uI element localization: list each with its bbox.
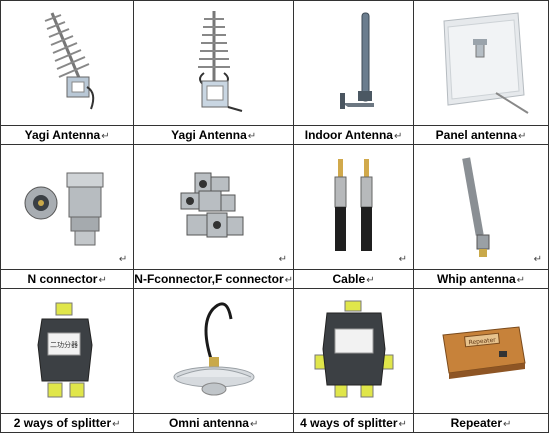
label-omni-antenna: Omni antenna↵ <box>133 413 295 433</box>
return-mark: ↵ <box>284 275 294 286</box>
yagi-antenna-icon <box>197 11 242 112</box>
cell-yagi-antenna-2 <box>133 0 295 126</box>
return-mark: ↵ <box>393 131 403 142</box>
return-mark: ↵ <box>278 254 288 265</box>
product-label: N-Fconnector,F connector <box>134 272 284 286</box>
product-label: Omni antenna <box>168 416 249 430</box>
product-label: Indoor Antenna <box>304 128 393 142</box>
yagi-antenna-icon <box>44 12 95 110</box>
return-mark: ↵ <box>398 254 408 265</box>
label-yagi-antenna-1: Yagi Antenna↵ <box>0 125 135 145</box>
omni-antenna-icon <box>173 302 255 396</box>
cell-splitter-2way: 二功分器 <box>0 288 135 414</box>
return-mark: ↵ <box>98 275 107 286</box>
return-mark: ↵ <box>518 131 527 142</box>
splitter-2way-icon: 二功分器 <box>37 302 93 398</box>
return-mark: ↵ <box>249 419 259 430</box>
return-mark: ↵ <box>247 131 257 142</box>
cell-cable: ↵ <box>293 144 415 270</box>
label-splitter-2way: 2 ways of splitter↵ <box>0 413 135 433</box>
product-label: Repeater <box>450 416 502 430</box>
label-whip-antenna: Whip antenna↵ <box>413 269 549 289</box>
cell-whip-antenna: ↵ <box>413 144 549 270</box>
return-mark: ↵ <box>118 254 128 265</box>
label-cable: Cable↵ <box>293 269 415 289</box>
label-yagi-antenna-2: Yagi Antenna↵ <box>133 125 295 145</box>
repeater-icon: Repeater <box>442 326 526 379</box>
splitter-4way-icon <box>314 300 394 398</box>
product-label: Yagi Antenna <box>24 128 101 142</box>
cell-splitter-4way <box>293 288 415 414</box>
cell-panel-antenna <box>413 0 549 126</box>
cell-omni-antenna <box>133 288 295 414</box>
cell-indoor-antenna <box>293 0 415 126</box>
product-label: N connector <box>27 272 98 286</box>
return-mark: ↵ <box>112 419 121 430</box>
indoor-antenna-icon <box>339 12 374 109</box>
label-nf-connector: N-Fconnector,F connector↵ <box>133 269 295 289</box>
return-mark: ↵ <box>366 275 375 286</box>
product-label: 4 ways of splitter <box>300 416 398 430</box>
return-mark: ↵ <box>398 419 407 430</box>
label-indoor-antenna: Indoor Antenna↵ <box>293 125 415 145</box>
whip-antenna-icon <box>462 157 490 257</box>
cell-n-connector: ↵ <box>0 144 135 270</box>
cell-repeater: Repeater <box>413 288 549 414</box>
cell-yagi-antenna-1 <box>0 0 135 126</box>
cell-nf-connector: ↵ <box>133 144 295 270</box>
nf-connector-icon <box>180 172 244 238</box>
return-mark: ↵ <box>503 419 512 430</box>
label-splitter-4way: 4 ways of splitter↵ <box>293 413 415 433</box>
label-n-connector: N connector↵ <box>0 269 135 289</box>
return-mark: ↵ <box>101 131 110 142</box>
splitter-text: 二功分器 <box>50 340 78 349</box>
product-label: Cable <box>332 272 366 286</box>
n-connector-icon <box>24 172 104 246</box>
label-panel-antenna: Panel antenna↵ <box>413 125 549 145</box>
product-label: Panel antenna <box>435 128 517 142</box>
product-label: 2 ways of splitter <box>13 416 112 430</box>
cable-icon <box>334 159 373 251</box>
return-mark: ↵ <box>533 254 542 265</box>
return-mark: ↵ <box>516 275 526 286</box>
product-label: Whip antenna <box>436 272 516 286</box>
panel-antenna-icon <box>443 12 529 114</box>
label-repeater: Repeater↵ <box>413 413 549 433</box>
repeater-text: Repeater <box>468 337 496 347</box>
product-label: Yagi Antenna <box>171 128 247 142</box>
